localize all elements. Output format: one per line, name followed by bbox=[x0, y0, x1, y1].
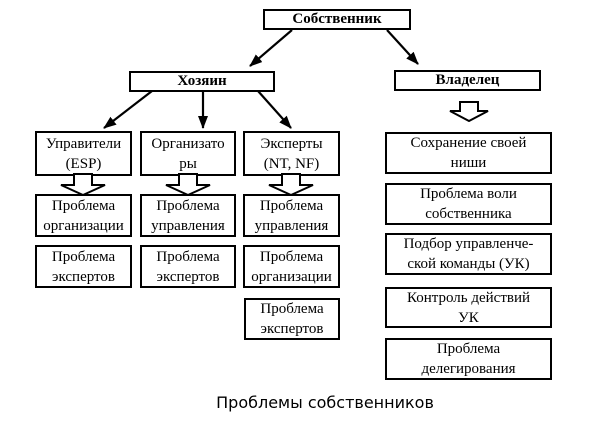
arrow-owner-to-vladelec bbox=[386, 29, 419, 65]
arrow-hozyain-to-eksperty bbox=[257, 90, 292, 129]
box-problem: Проблема экспертов bbox=[244, 298, 340, 340]
box-problem: Проблема организации bbox=[243, 245, 340, 288]
box-vladelec-item: Сохранение своей ниши bbox=[385, 132, 552, 174]
box-eksperty: Эксперты (NT, NF) bbox=[243, 131, 340, 176]
block-arrow-down-icon bbox=[268, 173, 314, 196]
diagram-caption: Проблемы собственников bbox=[216, 393, 434, 412]
block-arrow-down-icon bbox=[60, 173, 106, 196]
box-organizatory: Организато ры bbox=[140, 131, 236, 176]
block-arrow-down-icon bbox=[449, 101, 489, 122]
box-vladelec-item: Контроль действий УК bbox=[385, 287, 552, 328]
box-owner: Собственник bbox=[263, 9, 411, 30]
block-arrow-down-icon bbox=[165, 173, 211, 196]
box-vladelec-item: Проблема делегирования bbox=[385, 338, 552, 380]
box-vladelec-item: Проблема воли собственника bbox=[385, 183, 552, 225]
box-problem: Проблема организации bbox=[35, 194, 132, 237]
box-vladelec: Владелец bbox=[394, 70, 541, 91]
box-upraviteli: Управители (ESP) bbox=[35, 131, 132, 176]
box-vladelec-item: Подбор управленче- ской команды (УК) bbox=[385, 233, 552, 275]
arrow-hozyain-to-upraviteli bbox=[103, 90, 153, 129]
box-problem: Проблема экспертов bbox=[35, 245, 132, 288]
box-problem: Проблема экспертов bbox=[140, 245, 236, 288]
box-hozyain: Хозяин bbox=[129, 71, 275, 92]
arrow-owner-to-hozyain bbox=[249, 29, 293, 67]
box-problem: Проблема управления bbox=[140, 194, 236, 237]
box-problem: Проблема управления bbox=[243, 194, 340, 237]
